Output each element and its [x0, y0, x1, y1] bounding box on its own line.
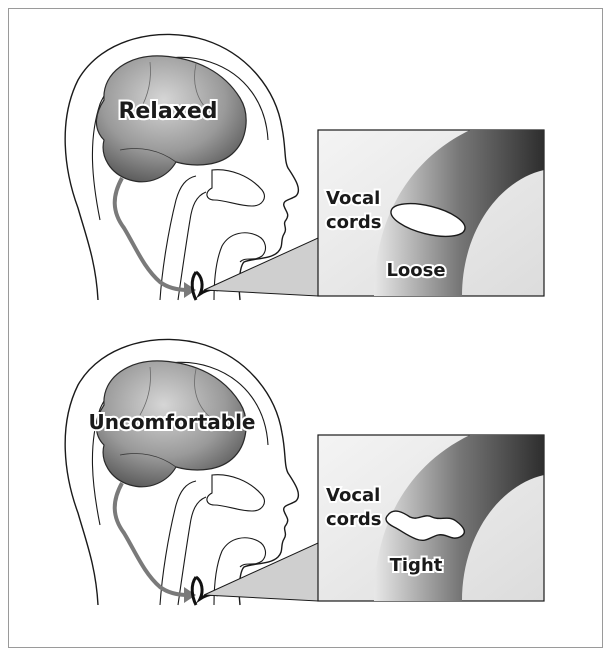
spine-line	[160, 481, 196, 605]
panel-uncomfortable: Uncomfortable Vocal cords Tight	[0, 305, 612, 625]
nasal-cavity-line	[207, 170, 264, 206]
state-label: Tight	[390, 555, 443, 576]
vocal-cords-label-line2: cords	[326, 509, 382, 530]
spine-line	[160, 176, 196, 300]
state-label: Loose	[386, 260, 445, 281]
nasal-cavity-line	[207, 475, 264, 511]
signal-arrow	[115, 178, 188, 290]
uncomfortable-illustration: Uncomfortable Vocal cords Tight	[0, 305, 612, 625]
vocal-cords-label-line1: Vocal	[326, 188, 380, 209]
callout-wedge	[204, 543, 318, 601]
brain-label: Uncomfortable	[88, 410, 255, 434]
vocal-cords-label-line2: cords	[326, 212, 382, 233]
brain-label: Relaxed	[118, 99, 217, 124]
signal-arrow	[115, 483, 188, 595]
callout-wedge	[204, 238, 318, 296]
panel-relaxed: Relaxed Vocal cords Loose	[0, 0, 612, 320]
relaxed-illustration: Relaxed Vocal cords Loose	[0, 0, 612, 320]
vocal-cords-label-line1: Vocal	[326, 485, 380, 506]
